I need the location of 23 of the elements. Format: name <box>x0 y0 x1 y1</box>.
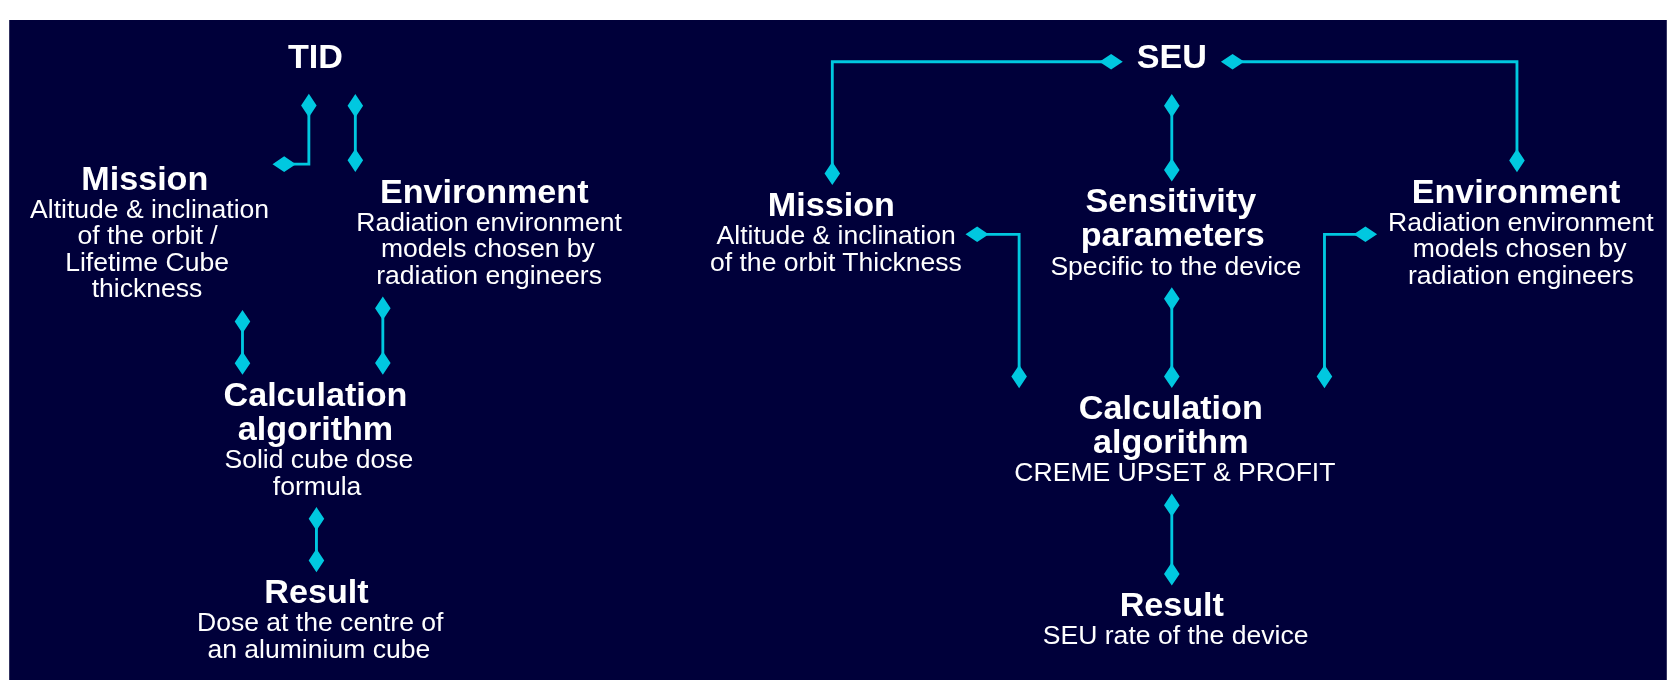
node-text: Environment Radiation environment models chosen by radiation engineers <box>356 171 622 290</box>
node-text: Sensitivity parameters Specific to the device <box>1050 180 1302 281</box>
node-text: Environment Radiation environment models chosen by radiation engineers <box>1388 171 1654 290</box>
node-text: Result Dose at the centre of an aluminium cube <box>196 571 444 664</box>
node-text: Mission Altitude & inclination of the orbit Thickness <box>709 184 962 277</box>
node-text: Result SEU rate of the device <box>1042 584 1309 650</box>
connector <box>1164 493 1180 586</box>
node-text: SEU <box>1136 36 1207 75</box>
node-text: Calculation algorithm CREME UPSET & PROFIT <box>1014 387 1336 487</box>
node-text: Mission Altitude & inclination of the orbit / Lifetime Cube thickness <box>30 158 270 303</box>
connector <box>375 296 391 375</box>
connector <box>308 506 325 572</box>
connector <box>1316 226 1378 388</box>
connector <box>234 309 251 375</box>
connector <box>824 53 1123 185</box>
connector <box>1164 93 1180 182</box>
connector <box>965 226 1027 388</box>
connector <box>347 93 364 172</box>
node-text: Calculation algorithm Solid cube dose formula <box>223 374 414 501</box>
connector <box>272 93 317 172</box>
connector <box>1220 53 1525 172</box>
connector <box>1164 286 1180 388</box>
node-text: TID <box>288 36 343 75</box>
